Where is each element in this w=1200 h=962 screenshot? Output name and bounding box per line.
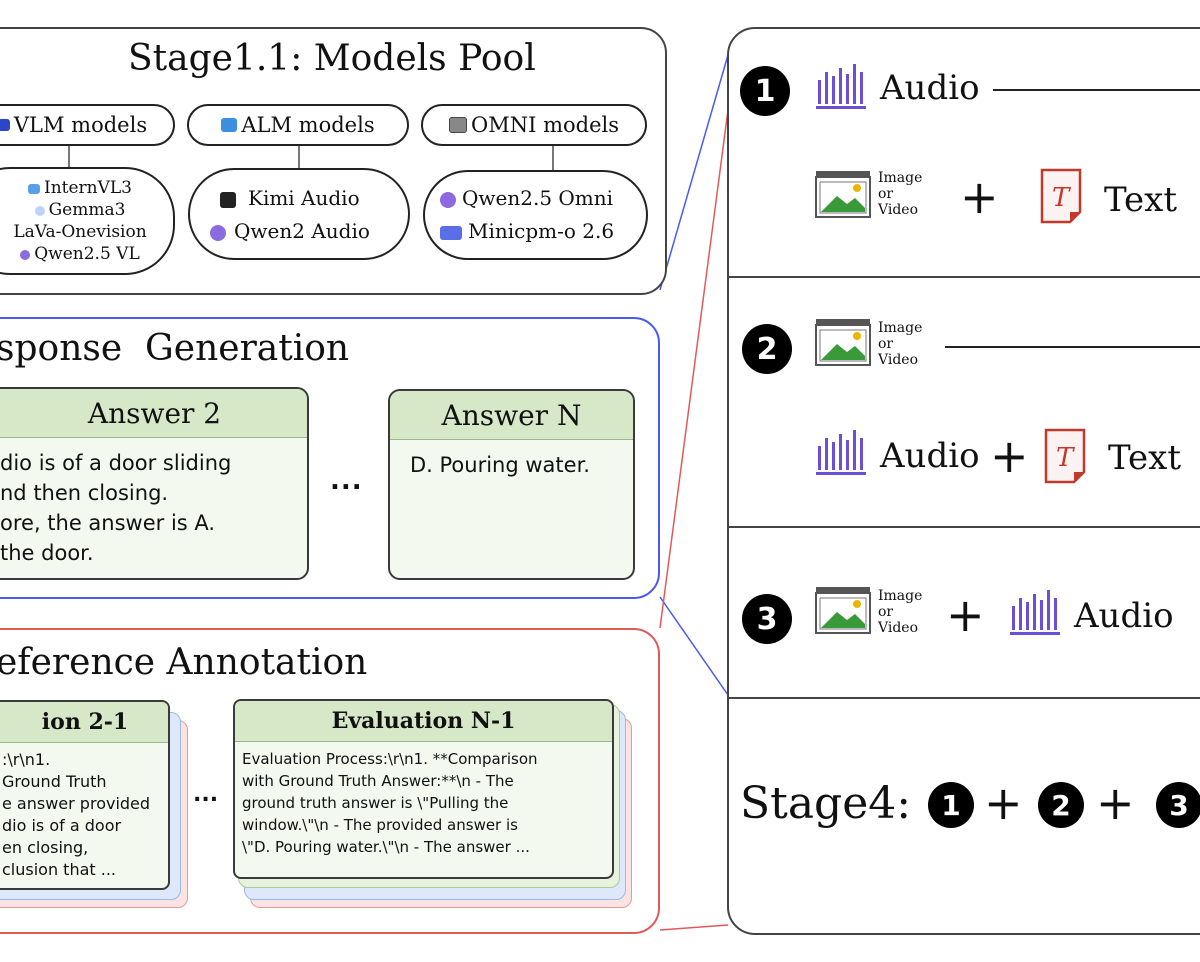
- step-2-audio-label: Audio: [880, 436, 980, 476]
- omni-model-list: Qwen2.5 Omni Minicpm-o 2.6: [440, 182, 645, 248]
- gemma-icon: [34, 205, 45, 216]
- answer-n-card: Answer N D. Pouring water.: [388, 389, 635, 580]
- eval-2-1-card: ion 2-1 :\r\n1. Ground Truth e answer pr…: [0, 700, 170, 890]
- eval-2-1-text: :\r\n1. Ground Truth e answer provided d…: [2, 750, 151, 879]
- divider-2: [728, 526, 1200, 528]
- internvl-icon: [27, 183, 40, 194]
- eval-2-1-header: ion 2-1: [0, 702, 168, 743]
- step-3-badge: 3: [742, 594, 792, 644]
- omni-model-minicpm: Minicpm-o 2.6: [440, 215, 645, 248]
- alm-model-list: Kimi Audio Qwen2 Audio: [210, 182, 400, 248]
- text-icon: [1044, 428, 1086, 484]
- vlm-model-list: InternVL3 Gemma3 LaVa-Onevision Qwen2.5 …: [0, 177, 160, 265]
- vlm-model-llava: LaVa-Onevision: [13, 222, 147, 242]
- stage4-plus-2: +: [1096, 776, 1135, 830]
- vlm-connector: [68, 146, 70, 168]
- step-1-audio-line: [993, 89, 1200, 91]
- image-icon: [815, 586, 871, 634]
- answer-n-header: Answer N: [390, 391, 633, 440]
- alm-models-oval: [188, 168, 410, 260]
- omni-model-qwen25omni: Qwen2.5 Omni: [440, 182, 645, 215]
- kimi-icon: [220, 191, 236, 208]
- eval-n-1-card: Evaluation N-1 Evaluation Process:\r\n1.…: [233, 699, 614, 879]
- stage4-plus-1: +: [984, 776, 1023, 830]
- omni-models-oval: [423, 170, 648, 260]
- image-icon: [815, 170, 871, 218]
- alm-model-kimi: Kimi Audio: [210, 182, 400, 215]
- answer-ellipsis: ...: [330, 466, 363, 496]
- step-1-text-label: Text: [1104, 180, 1177, 220]
- vlm-icon: [0, 119, 10, 131]
- answer-n-text: D. Pouring water.: [410, 453, 590, 477]
- answer-2-text: dio is of a door sliding nd then closing…: [0, 451, 232, 565]
- stage4-badge-3: 3: [1156, 782, 1200, 828]
- answer-2-header: Answer 2: [0, 389, 307, 438]
- step-1-audio-label: Audio: [880, 68, 980, 108]
- vlm-model-qwen25vl: Qwen2.5 VL: [0, 243, 160, 265]
- step-2-image-line: [945, 346, 1200, 348]
- omni-connector: [552, 146, 554, 170]
- divider-1: [728, 276, 1200, 278]
- divider-3: [728, 697, 1200, 699]
- qwen-omni-icon: [440, 191, 456, 208]
- vlm-model-gemma3: Gemma3: [0, 199, 160, 221]
- text-icon: [1040, 168, 1082, 224]
- preference-annotation-title: eference Annotation: [0, 642, 368, 683]
- step-1-badge: 1: [740, 66, 790, 116]
- audio-icon: [816, 64, 866, 109]
- image-icon: [815, 318, 871, 366]
- step-2-badge: 2: [742, 324, 792, 374]
- step-2-plus: +: [990, 429, 1029, 483]
- stage4-badge-1: 1: [928, 782, 974, 828]
- minicpm-icon: [440, 225, 462, 240]
- qwen-audio-icon: [210, 224, 226, 241]
- alm-models-pill: ALM models: [187, 104, 409, 146]
- answer-2-card: Answer 2 dio is of a door sliding nd the…: [0, 387, 309, 580]
- eval-n-1-header: Evaluation N-1: [235, 701, 612, 742]
- step-3-plus: +: [946, 588, 985, 642]
- step-1-plus: +: [960, 170, 999, 224]
- step-3-audio-label: Audio: [1074, 596, 1174, 636]
- alm-connector: [298, 146, 300, 168]
- alm-model-qwen2audio: Qwen2 Audio: [210, 215, 400, 248]
- omni-icon: [449, 117, 467, 133]
- alm-icon: [221, 118, 238, 132]
- vlm-models-pill: VLM models: [0, 104, 175, 146]
- modality-combinations-panel: [727, 27, 1200, 935]
- vlm-model-internvl3: InternVL3: [0, 177, 160, 199]
- audio-icon: [1010, 590, 1060, 635]
- models-pool-title: Stage1.1: Models Pool: [128, 38, 536, 79]
- eval-n-1-text: Evaluation Process:\r\n1. **Comparison w…: [242, 750, 538, 856]
- omni-models-pill: OMNI models: [421, 104, 647, 146]
- audio-icon: [816, 430, 866, 475]
- qwen-vl-icon: [20, 249, 31, 260]
- response-generation-title: sponse Generation: [0, 328, 350, 369]
- eval-ellipsis: ...: [193, 782, 219, 807]
- step-2-text-label: Text: [1108, 438, 1181, 478]
- stage4-label: Stage4:: [740, 778, 912, 829]
- stage4-badge-2: 2: [1038, 782, 1084, 828]
